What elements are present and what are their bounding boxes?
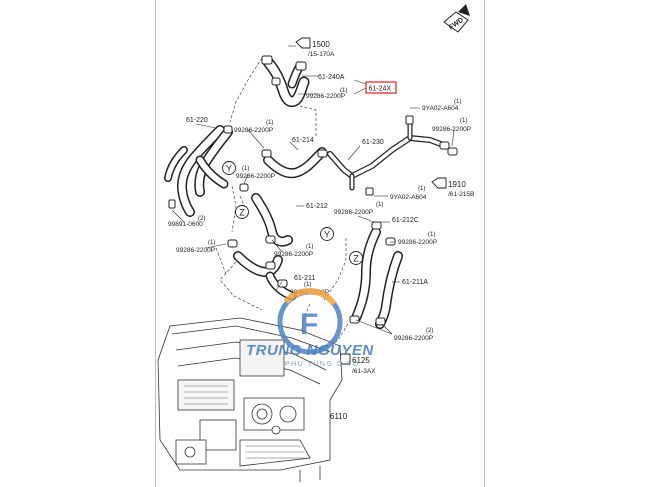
svg-text:(1): (1) bbox=[242, 166, 249, 172]
svg-text:/61-3AX: /61-3AX bbox=[352, 368, 376, 375]
bolt bbox=[168, 199, 176, 209]
part-labels: 61-240A (1) 99286-2200P 61-220 (1) 99286… bbox=[168, 74, 471, 342]
clamp bbox=[375, 317, 386, 326]
bolt bbox=[365, 187, 374, 196]
marker-y-left: Y bbox=[222, 161, 236, 175]
label-61-212C: 61-212C bbox=[392, 217, 419, 224]
label-9ya02-mid: 9YA02-A604 bbox=[390, 194, 427, 201]
label-99286-right: 99286-2200P bbox=[432, 126, 471, 133]
watermark-brand: TRUNG NGUYEN bbox=[246, 342, 374, 359]
svg-text:(1): (1) bbox=[376, 202, 383, 208]
clamp bbox=[349, 315, 360, 324]
clamp bbox=[317, 149, 328, 158]
front-direction-indicator: FWD bbox=[443, 4, 470, 33]
marker-y-right: Y bbox=[320, 227, 334, 241]
clamp bbox=[261, 55, 273, 65]
svg-text:Y: Y bbox=[324, 230, 330, 240]
label-99286-e: 99286-2200P bbox=[398, 239, 437, 246]
clamp bbox=[223, 125, 233, 134]
svg-text:(1): (1) bbox=[418, 186, 425, 192]
clamp bbox=[265, 261, 276, 270]
svg-text:(1): (1) bbox=[306, 244, 313, 250]
svg-text:/15-170A: /15-170A bbox=[308, 51, 335, 58]
svg-text:(1): (1) bbox=[266, 120, 273, 126]
label-99286-top: 99286-2200P bbox=[306, 93, 345, 100]
svg-text:Z: Z bbox=[353, 254, 359, 264]
label-61-211: 61-211 bbox=[294, 275, 315, 282]
svg-text:(1): (1) bbox=[428, 232, 435, 238]
label-61-214: 61-214 bbox=[292, 137, 314, 144]
watermark-tagline: PHU TUNG O TO bbox=[285, 361, 360, 368]
label-99286-h: 99286-2200P bbox=[394, 335, 433, 342]
heater-unit bbox=[157, 317, 343, 482]
clamp bbox=[447, 147, 458, 156]
clamp bbox=[371, 221, 382, 230]
svg-text:(1): (1) bbox=[208, 240, 215, 246]
svg-text:(1): (1) bbox=[454, 99, 461, 105]
bolt bbox=[405, 115, 414, 125]
svg-text:(2): (2) bbox=[198, 216, 205, 222]
svg-text:Y: Y bbox=[226, 164, 232, 174]
label-61-230: 61-230 bbox=[362, 139, 384, 146]
svg-text:1500: 1500 bbox=[312, 40, 330, 49]
label-61-220: 61-220 bbox=[186, 117, 208, 124]
leader-lines bbox=[171, 45, 455, 335]
clamp bbox=[295, 61, 307, 71]
svg-text:61-24X: 61-24X bbox=[369, 86, 392, 93]
svg-text:(1): (1) bbox=[304, 282, 311, 288]
callout-1910: 1910 /61-215B bbox=[431, 177, 474, 198]
clamp bbox=[277, 279, 288, 288]
label-61-212: 61-212 bbox=[306, 203, 328, 210]
svg-text:6125: 6125 bbox=[352, 356, 370, 365]
clamp bbox=[227, 239, 238, 248]
svg-text:(1): (1) bbox=[460, 118, 467, 124]
clamp bbox=[439, 141, 450, 150]
svg-text:(2): (2) bbox=[426, 328, 433, 334]
marker-z-left: Z bbox=[235, 205, 249, 219]
svg-text:(1): (1) bbox=[340, 88, 347, 94]
pipe-61-230 bbox=[327, 135, 449, 179]
label-9ya02-top: 9YA02-A604 bbox=[422, 105, 459, 112]
label-99286-d: 99286-2200P bbox=[176, 247, 215, 254]
watermark-logo: F bbox=[277, 287, 343, 355]
label-99891: 99891-0600 bbox=[168, 221, 203, 228]
label-99286-b: 99286-2200P bbox=[236, 173, 275, 180]
highlight-part-box[interactable]: 61-24X bbox=[365, 81, 397, 94]
clamp bbox=[239, 183, 249, 192]
label-99286-c: 99286-2200P bbox=[334, 209, 373, 216]
watermark-logo-letter: F bbox=[300, 308, 318, 341]
marker-z-right: Z bbox=[349, 251, 363, 265]
svg-text:Z: Z bbox=[239, 208, 245, 218]
svg-text:1910: 1910 bbox=[448, 180, 466, 189]
clamp bbox=[261, 149, 272, 158]
clamp bbox=[385, 237, 396, 246]
label-99286-f: 99286-2200P bbox=[274, 251, 313, 258]
callout-1500: 1500 /15-170A bbox=[295, 37, 335, 58]
label-61-211A: 61-211A bbox=[402, 279, 428, 286]
clamp bbox=[271, 77, 281, 86]
svg-text:/61-215B: /61-215B bbox=[448, 191, 474, 198]
label-61-240A: 61-240A bbox=[318, 74, 345, 81]
svg-text:6110: 6110 bbox=[330, 412, 348, 421]
label-99286-a: 99286-2200P bbox=[234, 127, 273, 134]
clamp-group bbox=[168, 55, 458, 326]
